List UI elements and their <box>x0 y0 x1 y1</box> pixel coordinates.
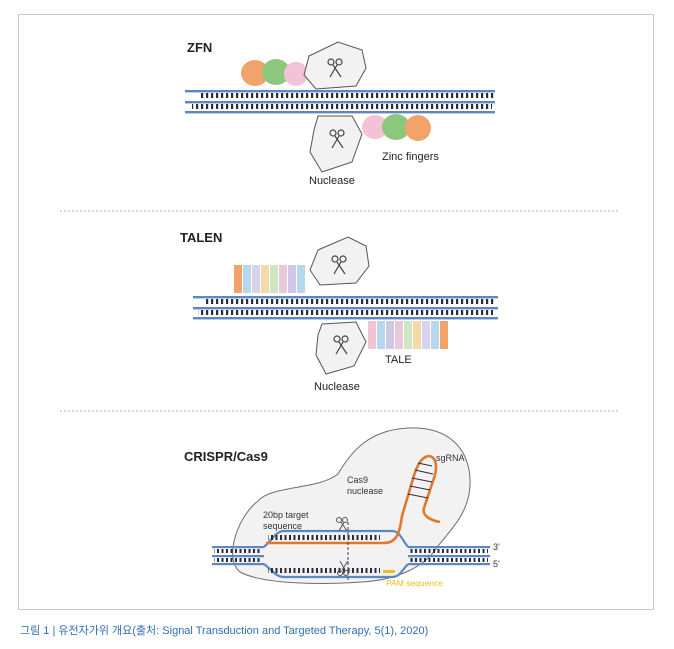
pam-marker <box>383 570 395 573</box>
crispr-dna <box>212 529 490 579</box>
crispr-section: CRISPR/Cas9 <box>184 427 500 588</box>
cas9-label-line2: nuclease <box>347 486 383 496</box>
zinc-finger-pink-bottom <box>362 115 388 139</box>
zinc-finger-orange-bottom <box>405 115 431 141</box>
nuclease-top <box>309 236 370 286</box>
talen-section: TALEN TALE Nuclease <box>180 230 498 393</box>
tale-repeat-block <box>288 265 296 293</box>
tale-repeat-block <box>413 321 421 349</box>
cas9-protein <box>232 427 471 584</box>
target-label-line1: 20bp target <box>263 510 309 520</box>
zinc-finger-pink-top <box>284 62 308 86</box>
scissors-icon <box>336 517 348 532</box>
scissors-icon <box>333 335 349 355</box>
tale-repeat-block <box>261 265 269 293</box>
pam-label: PAM sequence <box>386 578 443 588</box>
zfn-section: ZFN Zinc fingers Nuclease <box>185 40 495 187</box>
nuclease-top <box>303 41 367 90</box>
tale-repeat-block <box>386 321 394 349</box>
tale-repeats-top <box>234 265 305 293</box>
tale-repeat-block <box>270 265 278 293</box>
talen-nuclease-label: Nuclease <box>314 381 360 393</box>
zinc-fingers-label: Zinc fingers <box>382 151 439 163</box>
zinc-finger-green-top <box>262 59 290 85</box>
tale-repeat-block <box>252 265 260 293</box>
tale-repeat-block <box>243 265 251 293</box>
tale-repeat-block <box>368 321 376 349</box>
talen-dna <box>193 296 498 320</box>
tale-repeat-block <box>422 321 430 349</box>
tale-label: TALE <box>385 354 412 366</box>
cas9-label-line1: Cas9 <box>347 475 368 485</box>
nuclease-bottom <box>315 321 367 375</box>
scissors-icon <box>337 560 349 576</box>
tale-repeat-block <box>234 265 242 293</box>
zinc-finger-orange-top <box>241 60 269 86</box>
zfn-dna <box>185 90 495 114</box>
nuclease-bottom <box>309 115 363 173</box>
sgrna <box>266 454 441 545</box>
scissors-icon <box>327 58 343 78</box>
scissors-icon <box>331 255 347 275</box>
target-label-line2: sequence <box>263 521 302 531</box>
strand-bottom-end-label: 5' <box>493 559 500 569</box>
tale-repeat-block <box>395 321 403 349</box>
crispr-title: CRISPR/Cas9 <box>184 449 268 464</box>
talen-title: TALEN <box>180 230 222 245</box>
sgrna-label: sgRNA <box>436 453 465 463</box>
tale-repeats-bottom <box>368 321 448 349</box>
zinc-finger-green-bottom <box>382 114 410 140</box>
zfn-nuclease-label: Nuclease <box>309 175 355 187</box>
tale-repeat-block <box>431 321 439 349</box>
scissors-icon <box>329 129 345 149</box>
gene-scissors-diagram: ZFN Zinc fingers Nuclease <box>60 40 618 588</box>
strand-top-end-label: 3' <box>493 542 500 552</box>
tale-repeat-block <box>279 265 287 293</box>
zfn-title: ZFN <box>187 40 212 55</box>
tale-repeat-block <box>440 321 448 349</box>
tale-repeat-block <box>377 321 385 349</box>
tale-repeat-block <box>404 321 412 349</box>
figure-caption: 그림 1 | 유전자가위 개요(출처: Signal Transduction … <box>20 625 429 637</box>
tale-repeat-block <box>297 265 305 293</box>
